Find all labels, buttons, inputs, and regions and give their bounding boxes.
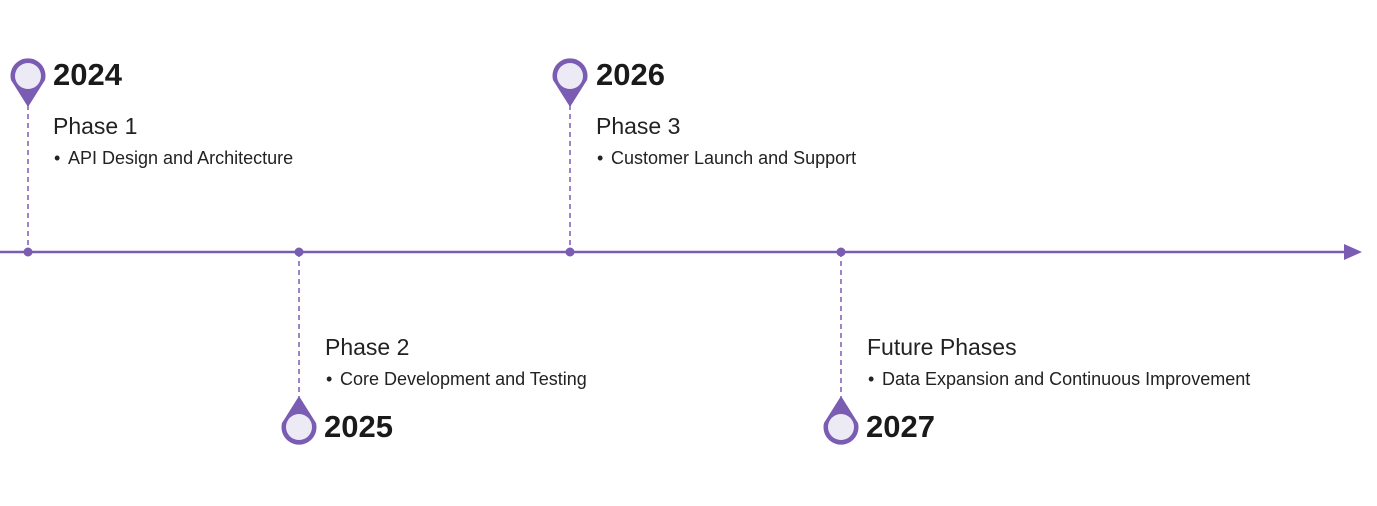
milestone-bullet-text: Core Development and Testing — [340, 369, 587, 389]
milestone-bullet-item: • Data Expansion and Continuous Improveme… — [868, 368, 1250, 390]
milestone-marker-3 — [552, 58, 588, 257]
bullet-dot: • — [326, 369, 333, 389]
milestone-bullet-text: Data Expansion and Continuous Improvemen… — [882, 369, 1251, 389]
milestone-phase-title: Phase 1 — [53, 113, 138, 139]
axis-dot — [565, 247, 575, 257]
milestone-bullet-item: • Customer Launch and Support — [597, 147, 856, 169]
milestone-bullet-text: API Design and Architecture — [68, 148, 294, 168]
axis-dot — [836, 247, 846, 257]
milestone-year-2027: 2027 — [866, 409, 935, 444]
pin-center — [286, 414, 312, 440]
milestone-year-2026: 2026 — [596, 57, 665, 92]
milestone-marker-2 — [281, 247, 317, 445]
timeline-arrowhead-icon — [1344, 244, 1362, 260]
milestone-marker-1 — [10, 58, 46, 257]
milestone-year-2024: 2024 — [53, 57, 122, 92]
axis-dot — [294, 247, 304, 257]
pin-center — [15, 63, 41, 89]
milestone-marker-4 — [823, 247, 859, 445]
bullet-dot: • — [868, 369, 875, 389]
milestone-year-2025: 2025 — [324, 409, 393, 444]
pin-center — [557, 63, 583, 89]
milestone-bullet-item: • Core Development and Testing — [326, 368, 587, 390]
axis-dot — [23, 247, 33, 257]
bullet-dot: • — [54, 148, 61, 168]
pin-center — [828, 414, 854, 440]
milestone-bullet-text: Customer Launch and Support — [611, 148, 857, 168]
milestone-phase-title: Phase 2 — [325, 334, 410, 360]
milestone-phase-title: Phase 3 — [596, 113, 681, 139]
milestone-phase-title: Future Phases — [867, 334, 1017, 360]
milestone-bullet-item: • API Design and Architecture — [54, 147, 293, 169]
bullet-dot: • — [597, 148, 604, 168]
